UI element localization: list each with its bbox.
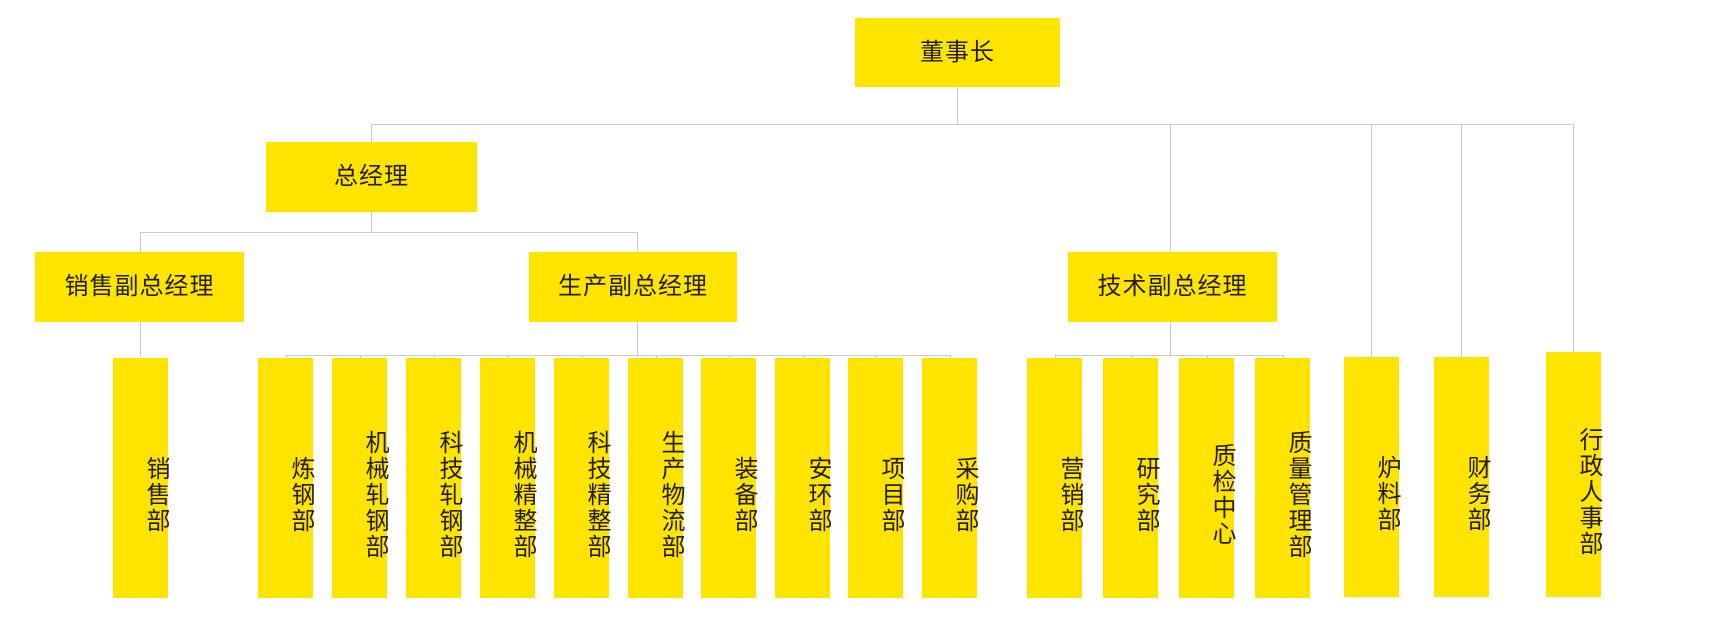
connector-vp-sales-stem xyxy=(140,322,141,357)
node-dept-production-logistics-label: 生产物流部 xyxy=(657,430,684,560)
connector-drop-finance xyxy=(1461,124,1462,357)
connector-drop-research xyxy=(1131,355,1132,359)
node-vp-production[interactable]: 生产副总经理 xyxy=(529,252,737,322)
connector-drop-vp-production xyxy=(637,232,638,252)
connector-drop-safety-env xyxy=(803,355,804,359)
node-general-manager[interactable]: 总经理 xyxy=(266,142,477,212)
node-general-manager-label: 总经理 xyxy=(334,163,409,190)
node-dept-mech-rolling[interactable]: 机械轧钢部 xyxy=(332,358,388,598)
connector-drop-steelmaking xyxy=(286,355,287,359)
connector-general-manager-stem xyxy=(371,212,372,232)
node-vp-sales[interactable]: 销售副总经理 xyxy=(35,252,244,322)
connector-vp-technology-stem xyxy=(1170,322,1171,355)
node-dept-furnace-material[interactable]: 炉料部 xyxy=(1344,357,1400,597)
node-dept-mech-finishing-label: 机械精整部 xyxy=(509,430,536,560)
node-dept-tech-finishing-label: 科技精整部 xyxy=(583,430,610,560)
connector-drop-furnace-material xyxy=(1371,124,1372,357)
node-dept-quality-inspection[interactable]: 质检中心 xyxy=(1179,358,1235,598)
connector-drop-tech-finishing xyxy=(582,355,583,359)
node-vp-technology[interactable]: 技术副总经理 xyxy=(1068,252,1277,322)
node-dept-project-label: 项目部 xyxy=(877,456,904,534)
connector-drop-general-manager xyxy=(371,124,372,142)
connector-vp-production-stem xyxy=(637,322,638,355)
connector-vp-production-bus xyxy=(286,355,950,356)
node-dept-steelmaking-label: 炼钢部 xyxy=(287,456,314,534)
node-dept-marketing[interactable]: 营销部 xyxy=(1027,358,1083,598)
node-dept-sales-label: 销售部 xyxy=(142,456,169,534)
node-dept-sales[interactable]: 销售部 xyxy=(113,358,169,598)
node-dept-furnace-material-label: 炉料部 xyxy=(1373,455,1400,533)
connector-drop-vp-technology xyxy=(1170,124,1171,252)
connector-drop-mech-finishing xyxy=(508,355,509,359)
connector-general-manager-bus xyxy=(140,232,637,233)
node-dept-safety-env[interactable]: 安环部 xyxy=(775,358,831,598)
connector-drop-tech-rolling xyxy=(434,355,435,359)
connector-drop-equipment xyxy=(729,355,730,359)
connector-chairman-stem xyxy=(957,87,958,124)
connector-drop-mech-rolling xyxy=(360,355,361,359)
node-dept-equipment-label: 装备部 xyxy=(730,456,757,534)
node-dept-research-label: 研究部 xyxy=(1132,456,1159,534)
node-dept-marketing-label: 营销部 xyxy=(1056,456,1083,534)
node-dept-procurement[interactable]: 采购部 xyxy=(922,358,978,598)
node-dept-procurement-label: 采购部 xyxy=(951,456,978,534)
connector-drop-project xyxy=(876,355,877,359)
connector-drop-quality-management xyxy=(1283,355,1284,359)
node-vp-production-label: 生产副总经理 xyxy=(558,273,708,300)
connector-drop-vp-sales xyxy=(140,232,141,252)
node-dept-tech-rolling-label: 科技轧钢部 xyxy=(435,430,462,560)
connector-drop-production-logistics xyxy=(656,355,657,359)
node-dept-research[interactable]: 研究部 xyxy=(1103,358,1159,598)
node-dept-admin-hr-label: 行政人事部 xyxy=(1575,426,1602,557)
node-dept-equipment[interactable]: 装备部 xyxy=(701,358,757,598)
connector-drop-procurement xyxy=(950,355,951,359)
node-dept-quality-inspection-label: 质检中心 xyxy=(1208,443,1235,547)
connector-drop-marketing xyxy=(1055,355,1056,359)
node-dept-steelmaking[interactable]: 炼钢部 xyxy=(258,358,314,598)
node-chairman[interactable]: 董事长 xyxy=(855,18,1060,87)
node-dept-quality-management-label: 质量管理部 xyxy=(1284,430,1311,560)
node-dept-production-logistics[interactable]: 生产物流部 xyxy=(628,358,684,598)
connector-drop-quality-inspection xyxy=(1207,355,1208,359)
node-dept-tech-rolling[interactable]: 科技轧钢部 xyxy=(406,358,462,598)
connector-drop-admin-hr xyxy=(1573,124,1574,352)
node-dept-finance-label: 财务部 xyxy=(1463,455,1490,533)
node-dept-quality-management[interactable]: 质量管理部 xyxy=(1255,358,1311,598)
node-dept-finance[interactable]: 财务部 xyxy=(1434,357,1490,597)
node-vp-technology-label: 技术副总经理 xyxy=(1097,273,1248,300)
node-dept-mech-finishing[interactable]: 机械精整部 xyxy=(480,358,536,598)
node-dept-project[interactable]: 项目部 xyxy=(848,358,904,598)
node-dept-mech-rolling-label: 机械轧钢部 xyxy=(361,430,388,560)
node-dept-admin-hr[interactable]: 行政人事部 xyxy=(1546,352,1602,597)
node-dept-safety-env-label: 安环部 xyxy=(804,456,831,534)
connector-vp-technology-bus xyxy=(1055,355,1283,356)
node-chairman-label: 董事长 xyxy=(920,38,995,66)
node-vp-sales-label: 销售副总经理 xyxy=(64,273,215,300)
node-dept-tech-finishing[interactable]: 科技精整部 xyxy=(554,358,610,598)
connector-chairman-bus xyxy=(371,124,1573,125)
